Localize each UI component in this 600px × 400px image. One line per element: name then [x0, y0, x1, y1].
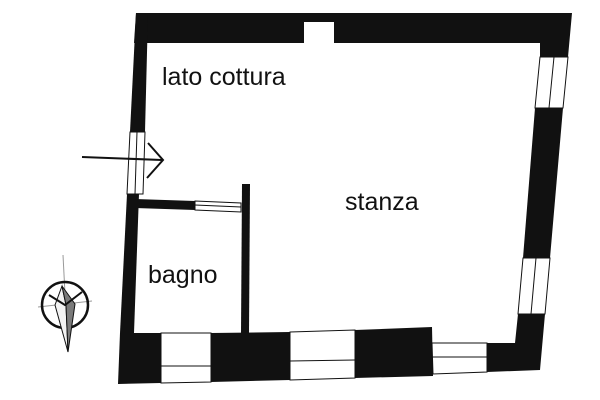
bottom-wall-segment-1 [118, 333, 161, 384]
bathroom-right-partition [241, 184, 250, 334]
right-wall-lower-segment [487, 314, 545, 372]
left-wall-upper-segment [130, 13, 148, 132]
right-window-upper-pane-line [548, 56, 555, 109]
compass-rose-icon [37, 254, 93, 353]
bottom-window-1-frame [160, 332, 212, 384]
bottom-wall-segment-3 [355, 327, 433, 378]
bathroom-partitions [135, 184, 250, 334]
top-wall-left-segment [134, 13, 304, 43]
chimney-notch [304, 13, 334, 22]
bathroom-top-partition-left [135, 199, 195, 210]
bathroom-top-window-pane-line [194, 204, 242, 208]
left-wall [120, 13, 148, 333]
entrance-arrow-head [146, 142, 165, 179]
room-label-bathroom: bagno [148, 261, 218, 289]
left-window-pane-line [134, 131, 138, 195]
bottom-window-2-pane-line [289, 359, 356, 362]
top-wall [134, 13, 572, 57]
bottom-window-2-frame [289, 329, 356, 381]
room-label-kitchen: lato cottura [162, 63, 286, 91]
bottom-wall-segment-2 [211, 332, 290, 382]
right-wall-middle-segment [523, 108, 563, 258]
compass-chevron [48, 291, 83, 307]
right-wall [487, 56, 569, 372]
top-wall-right-segment [334, 13, 572, 57]
entrance-arrow-icon [81, 142, 165, 179]
room-label-room: stanza [345, 188, 419, 216]
bottom-wall [118, 327, 488, 384]
entrance-arrow-shaft [81, 156, 163, 161]
left-wall-lower-segment [120, 194, 139, 333]
bottom-window-3-frame [431, 342, 488, 375]
compass-needle-right-half [61, 285, 76, 353]
right-window-lower-pane-line [530, 257, 537, 315]
